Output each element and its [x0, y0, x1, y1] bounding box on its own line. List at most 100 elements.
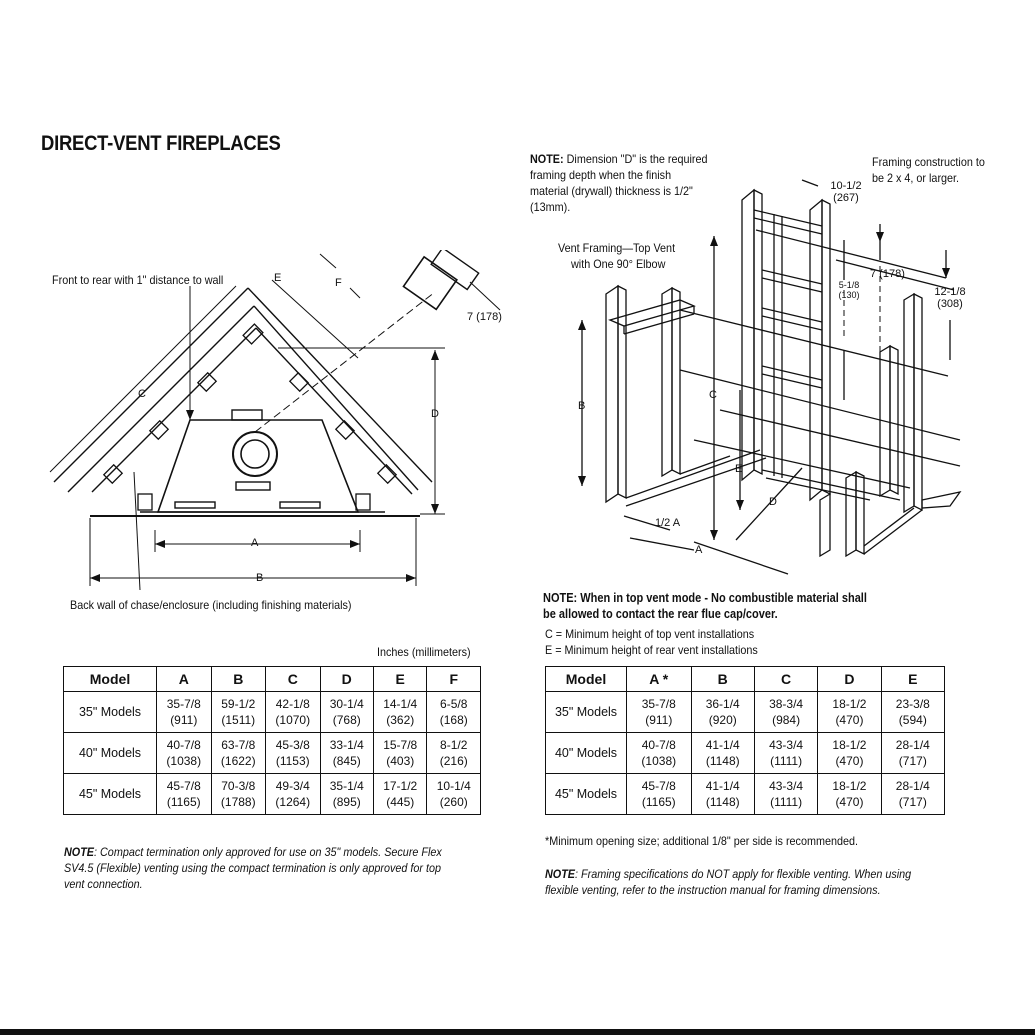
right-framing-table: Model A * B C D E 35" Models 35-7/8(911)…	[545, 666, 946, 815]
framing-depth-note-text: Dimension "D" is the required framing de…	[530, 152, 708, 214]
table-cell: 10-1/4(260)	[426, 773, 481, 815]
flexible-venting-note-line1: : Framing specifications do NOT apply fo…	[575, 867, 912, 881]
table-row: 35" Models 35-7/8(911) 36-1/4(920) 38-3/…	[545, 691, 946, 733]
dim-top-width-mm: (267)	[833, 192, 859, 204]
dim-mid-height: 7 (178)	[870, 268, 905, 280]
table-cell: 8-1/2(216)	[426, 732, 481, 774]
col-header-f: F	[426, 666, 481, 692]
col-header-c: C	[265, 666, 321, 692]
table-cell: 28-1/4(717)	[880, 773, 946, 815]
row-model: 45" Models	[63, 773, 157, 815]
col-header-model: Model	[63, 666, 157, 692]
table-cell: 35-7/8(911)	[626, 691, 692, 733]
dim-label-f-left: F	[335, 277, 342, 289]
table-row: 45" Models 45-7/8(1165) 41-1/4(1148) 43-…	[545, 773, 946, 815]
compact-termination-note-label: NOTE	[64, 845, 95, 859]
units-label: Inches (millimeters)	[377, 645, 471, 659]
table-cell: 70-3/8(1788)	[210, 773, 266, 815]
table-header-row: Model A B C D E F	[63, 666, 481, 692]
table-cell: 45-7/8(1165)	[626, 773, 692, 815]
table-cell: 43-3/4(1111)	[753, 773, 819, 815]
dim-side-depth-mm: (308)	[937, 298, 963, 310]
col-header-a: A	[156, 666, 212, 692]
dim-label-c-left: C	[138, 388, 146, 400]
framing-depth-note-label: NOTE:	[530, 152, 564, 166]
table-row: 45" Models 45-7/8(1165) 70-3/8(1788) 49-…	[63, 773, 481, 815]
dim-label-c-right: C	[709, 389, 717, 401]
minimum-opening-footnote: *Minimum opening size; additional 1/8" p…	[545, 834, 859, 848]
table-cell: 59-1/2(1511)	[210, 691, 266, 733]
compact-termination-note-line3: vent connection.	[64, 877, 143, 891]
framing-isometric-diagram	[578, 179, 962, 575]
table-cell: 33-1/4(845)	[319, 732, 374, 774]
row-model: 35" Models	[63, 691, 157, 733]
table-cell: 41-1/4(1148)	[690, 732, 755, 774]
col-header-e: E	[880, 666, 946, 692]
table-cell: 63-7/8(1622)	[210, 732, 266, 774]
table-row: 40" Models 40-7/8(1038) 41-1/4(1148) 43-…	[545, 732, 946, 774]
vent-framing-label-1: Vent Framing—Top Vent	[558, 241, 676, 255]
compact-termination-note-line2: SV4.5 (Flexible) venting using the compa…	[64, 861, 442, 875]
page-title: DIRECT-VENT FIREPLACES	[41, 132, 281, 155]
dim-label-d-left: D	[431, 408, 439, 420]
col-header-model: Model	[545, 666, 627, 692]
dim-top-width-in: 10-1/2	[830, 180, 862, 192]
table-cell: 28-1/4(717)	[880, 732, 946, 774]
front-to-rear-callout: Front to rear with 1" distance to wall	[52, 273, 224, 287]
dim-side-depth: 12-1/8 (308)	[930, 286, 970, 310]
col-header-b: B	[210, 666, 266, 692]
row-model: 35" Models	[545, 691, 627, 733]
dim-small-height: 5-1/8 (130)	[834, 280, 864, 300]
compact-termination-note-line1: : Compact termination only approved for …	[94, 845, 442, 859]
col-header-d: D	[319, 666, 374, 692]
col-header-a: A *	[626, 666, 692, 692]
top-vent-note-line2: be allowed to contact the rear flue cap/…	[543, 607, 778, 621]
corner-plan-diagram	[49, 250, 501, 590]
dim-side-depth-in: 12-1/8	[934, 286, 966, 298]
dim-label-e-right: E	[735, 463, 743, 475]
flexible-venting-note: NOTE: Framing specifications do NOT appl…	[545, 866, 959, 898]
flexible-venting-note-line2: flexible venting, refer to the instructi…	[545, 883, 881, 897]
table-cell: 18-1/2(470)	[817, 773, 882, 815]
dim-label-a-left: A	[251, 537, 259, 549]
flexible-venting-note-label: NOTE	[545, 867, 576, 881]
table-cell: 18-1/2(470)	[817, 691, 882, 733]
table-cell: 35-1/4(895)	[319, 773, 374, 815]
left-dimensions-table: Model A B C D E F 35" Models 35-7/8(911)…	[63, 666, 481, 815]
framing-construction-note: Framing construction to be 2 x 4, or lar…	[872, 155, 985, 185]
vent-framing-label-2: with One 90° Elbow	[571, 257, 666, 271]
table-header-row: Model A * B C D E	[545, 666, 946, 692]
table-cell: 36-1/4(920)	[690, 691, 755, 733]
table-cell: 45-3/8(1153)	[265, 732, 321, 774]
legend-e: E = Minimum height of rear vent installa…	[545, 643, 758, 657]
framing-depth-note: NOTE: Dimension "D" is the required fram…	[530, 151, 710, 215]
table-row: 35" Models 35-7/8(911) 59-1/2(1511) 42-1…	[63, 691, 481, 733]
compact-termination-note: NOTE: Compact termination only approved …	[64, 844, 487, 892]
table-cell: 18-1/2(470)	[817, 732, 882, 774]
table-row: 40" Models 40-7/8(1038) 63-7/8(1622) 45-…	[63, 732, 481, 774]
table-cell: 6-5/8(168)	[426, 691, 481, 733]
bottom-rule	[0, 1029, 1035, 1035]
table-cell: 30-1/4(768)	[319, 691, 374, 733]
table-cell: 40-7/8(1038)	[156, 732, 212, 774]
dim-label-d-right: D	[769, 496, 777, 508]
dim-small-height-in: 5-1/8	[838, 280, 860, 290]
col-header-c: C	[753, 666, 819, 692]
col-header-b: B	[690, 666, 755, 692]
col-header-e: E	[372, 666, 428, 692]
table-cell: 15-7/8(403)	[372, 732, 428, 774]
table-cell: 38-3/4(984)	[753, 691, 819, 733]
dim-label-b-left: B	[256, 572, 264, 584]
table-cell: 43-3/4(1111)	[753, 732, 819, 774]
table-cell: 14-1/4(362)	[372, 691, 428, 733]
table-cell: 49-3/4(1264)	[265, 773, 321, 815]
dim-top-width: 10-1/2 (267)	[821, 180, 871, 204]
dim-label-half-a: 1/2 A	[655, 517, 681, 529]
dim-small-height-mm: (130)	[838, 290, 860, 300]
table-cell: 45-7/8(1165)	[156, 773, 212, 815]
table-cell: 23-3/8(594)	[880, 691, 946, 733]
dim-label-a-right: A	[695, 544, 703, 556]
top-vent-note-line1: NOTE: When in top vent mode - No combust…	[543, 591, 867, 605]
dim-label-b-right: B	[578, 400, 586, 412]
col-header-d: D	[817, 666, 882, 692]
